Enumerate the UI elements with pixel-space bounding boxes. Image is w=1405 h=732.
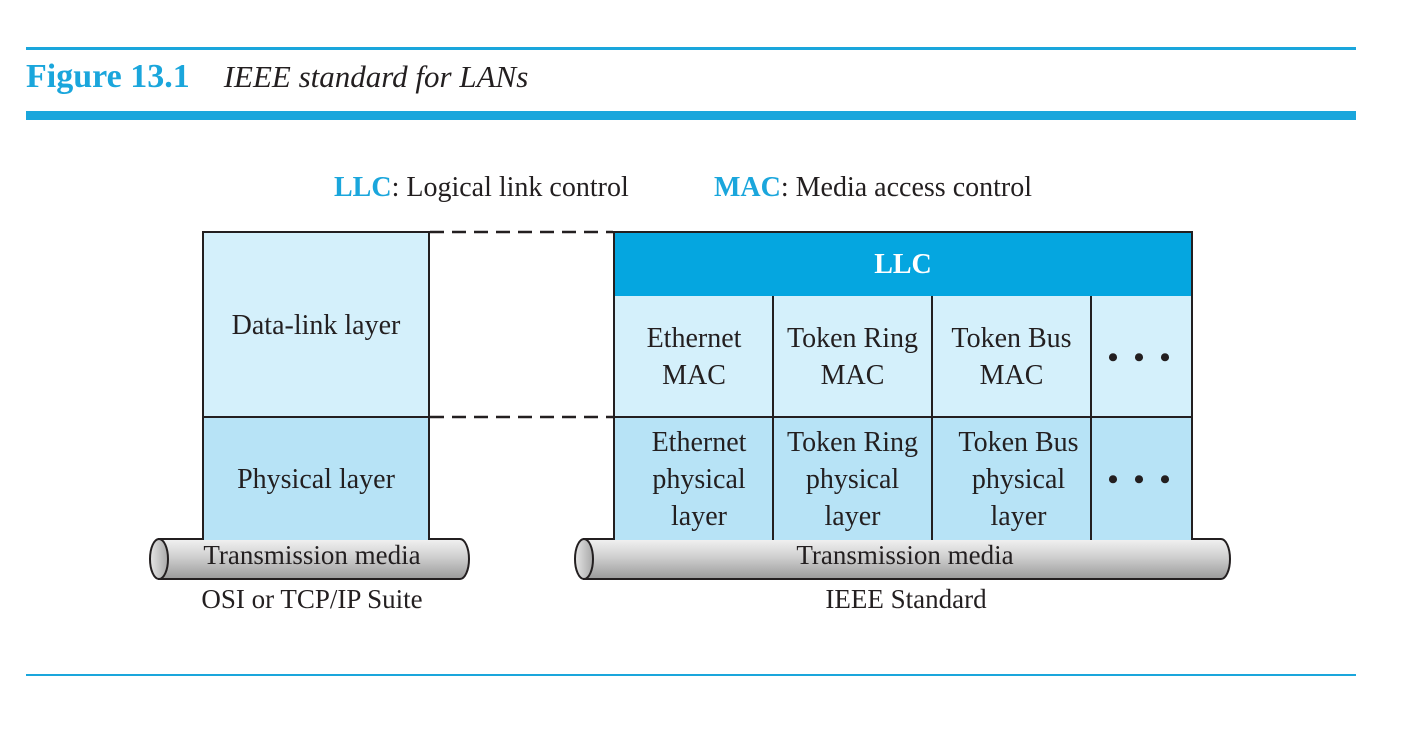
osi-media-label: Transmission media: [203, 540, 421, 570]
legend-llc: LLC: Logical link control: [334, 172, 629, 204]
mac-more: • • •: [1091, 296, 1193, 418]
mac-physical-divider: [613, 416, 1193, 418]
osi-data-link-layer: Data-link layer: [202, 231, 430, 418]
legend-mac: MAC: Media access control: [714, 172, 1032, 204]
llc-label: LLC: [874, 249, 932, 280]
ieee-media-label: Transmission media: [796, 540, 1014, 570]
ieee-media-cylinder: [574, 538, 1231, 580]
header-rule: [26, 111, 1356, 120]
osi-caption: OSI or TCP/IP Suite: [201, 584, 423, 614]
physical-more: • • •: [1091, 418, 1193, 540]
legend-llc-definition: : Logical link control: [391, 172, 629, 203]
top-rule: [26, 47, 1356, 50]
column-divider-3: [1090, 296, 1092, 540]
ieee-caption: IEEE Standard: [825, 584, 987, 614]
osi-physical-label: Physical layer: [237, 463, 395, 495]
figure-header: Figure 13.1 IEEE standard for LANs: [26, 58, 528, 102]
osi-data-link-label: Data-link layer: [231, 310, 401, 341]
legend-mac-abbr: MAC: [714, 172, 781, 203]
figure-title: IEEE standard for LANs: [223, 59, 529, 94]
bottom-rule: [26, 674, 1356, 676]
osi-physical-layer: Physical layer: [202, 416, 430, 540]
legend-llc-abbr: LLC: [334, 172, 392, 203]
column-divider-1: [772, 296, 774, 540]
physical-ellipsis: • • •: [1107, 462, 1175, 496]
legend-mac-definition: : Media access control: [780, 172, 1032, 203]
column-divider-2: [931, 296, 933, 540]
osi-media-cylinder: [149, 538, 470, 580]
llc-sublayer: LLC: [613, 231, 1193, 298]
mac-ellipsis: • • •: [1107, 340, 1175, 374]
figure-number: Figure 13.1: [26, 58, 190, 95]
